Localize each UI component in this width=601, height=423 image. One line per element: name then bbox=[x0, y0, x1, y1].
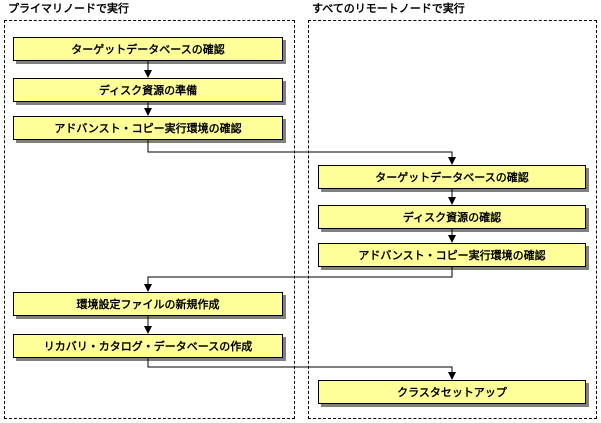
remote-lane-title: すべてのリモートノードで実行 bbox=[312, 2, 465, 15]
primary-step-verify-advanced-copy: アドバンスト・コピー実行環境の確認 bbox=[13, 116, 283, 140]
remote-lane bbox=[308, 20, 597, 419]
remote-step-verify-target-db: ターゲットデータベースの確認 bbox=[318, 165, 586, 189]
remote-step-verify-advanced-copy: アドバンスト・コピー実行環境の確認 bbox=[318, 243, 586, 267]
primary-lane-title: プライマリノードで実行 bbox=[8, 2, 129, 15]
arrow-primary-to-remote bbox=[147, 140, 456, 165]
remote-step-cluster-setup: クラスタセットアップ bbox=[318, 380, 586, 404]
primary-lane bbox=[4, 20, 295, 419]
arrow-remote-to-primary bbox=[144, 267, 453, 292]
primary-step-prepare-disk: ディスク資源の準備 bbox=[13, 78, 283, 102]
primary-step-verify-target-db: ターゲットデータベースの確認 bbox=[13, 37, 283, 61]
arrow-primary-to-cluster-setup bbox=[147, 358, 456, 380]
remote-step-verify-disk: ディスク資源の確認 bbox=[318, 205, 586, 229]
primary-step-create-config-file: 環境設定ファイルの新規作成 bbox=[13, 292, 283, 316]
primary-step-create-recovery-catalog: リカバリ・カタログ・データベースの作成 bbox=[13, 334, 283, 358]
